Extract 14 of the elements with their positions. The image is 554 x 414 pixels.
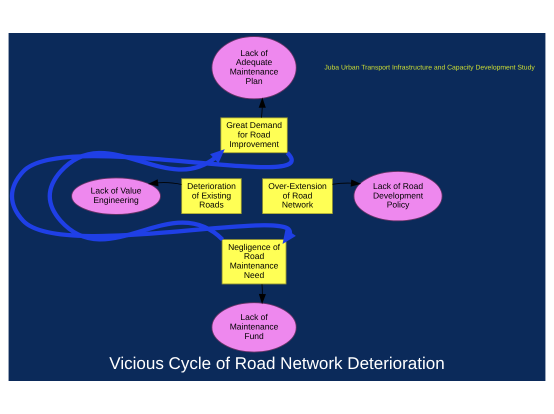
node-box: Deterioration of Existing Roads bbox=[181, 178, 242, 214]
node-ellipse: Lack of Adequate Maintenance Plan bbox=[211, 36, 297, 100]
arrow bbox=[148, 179, 182, 186]
node-box: Negligence of Road Maintenance Need bbox=[222, 239, 286, 284]
arrow bbox=[332, 180, 362, 187]
arrow bbox=[48, 149, 225, 242]
node-ellipse: Lack of Maintenance Fund bbox=[211, 302, 297, 352]
arrow bbox=[10, 152, 296, 244]
arrow bbox=[258, 98, 266, 118]
node-ellipse: Lack of Road Development Policy bbox=[354, 171, 443, 222]
arrow bbox=[258, 284, 266, 304]
node-box: Great Demand for Road Improvement bbox=[220, 117, 288, 154]
node-box: Over-Extension of Road Network bbox=[262, 178, 333, 214]
diagram-title: Vicious Cycle of Road Network Deterioration bbox=[109, 354, 445, 374]
